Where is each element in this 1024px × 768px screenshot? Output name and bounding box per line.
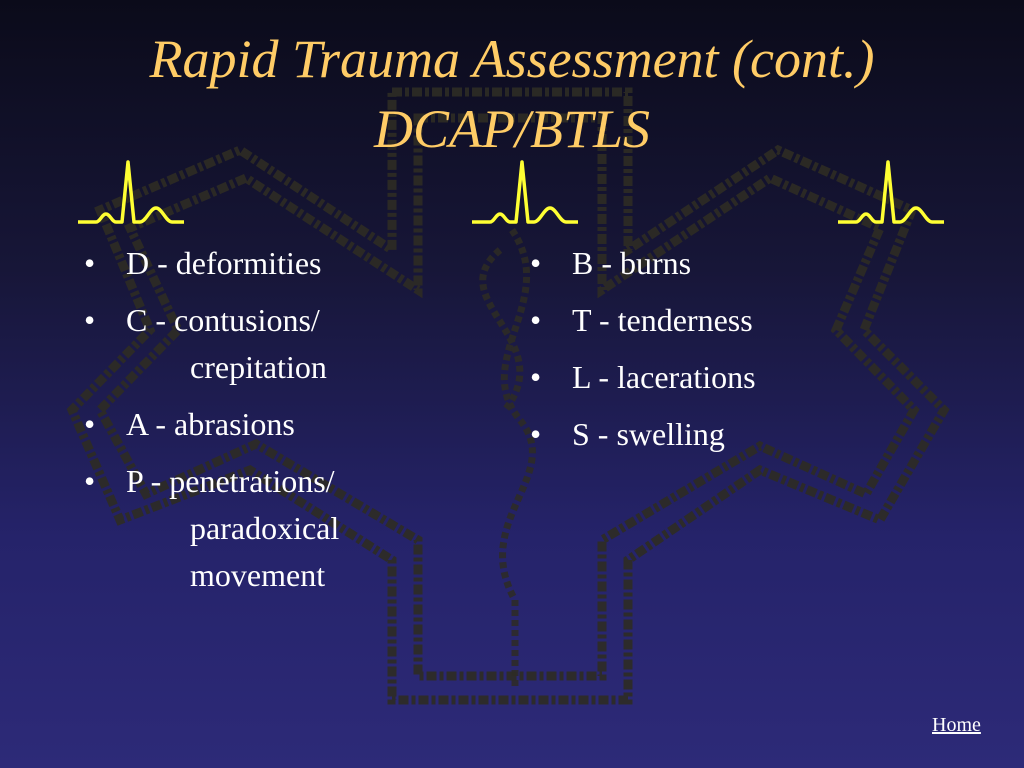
list-item: • B - burns bbox=[530, 240, 860, 287]
list-item-text: L - lacerations bbox=[572, 359, 756, 395]
list-item-continuation: paradoxical bbox=[190, 510, 340, 546]
list-item-text: A - abrasions bbox=[126, 406, 295, 442]
list-item-text: T - tenderness bbox=[572, 302, 753, 338]
list-item-text: P - penetrations/ bbox=[126, 463, 335, 499]
bullet: • bbox=[530, 416, 542, 452]
title-line-2: DCAP/BTLS bbox=[373, 99, 651, 159]
title-line-1: Rapid Trauma Assessment (cont.) bbox=[149, 29, 875, 89]
list-item-continuation: crepitation bbox=[190, 349, 327, 385]
bullet: • bbox=[530, 245, 542, 281]
list-item-text: C - contusions/ bbox=[126, 302, 320, 338]
ecg-waveform-icon bbox=[838, 160, 944, 224]
list-item-text: D - deformities bbox=[126, 245, 322, 281]
list-item: • L - lacerations bbox=[530, 354, 860, 401]
bullet: • bbox=[84, 302, 96, 338]
list-item: • A - abrasions bbox=[84, 401, 414, 448]
list-item: • T - tenderness bbox=[530, 297, 860, 344]
bullet: • bbox=[84, 245, 96, 281]
list-item: • S - swelling bbox=[530, 411, 860, 458]
right-bullet-list: • B - burns • T - tenderness • L - lacer… bbox=[530, 240, 860, 468]
left-bullet-list: • D - deformities • C - contusions/ crep… bbox=[84, 240, 414, 609]
list-item: • P - penetrations/ paradoxical movement bbox=[84, 458, 414, 599]
list-item-text: S - swelling bbox=[572, 416, 725, 452]
bullet: • bbox=[84, 406, 96, 442]
list-item-text: B - burns bbox=[572, 245, 692, 281]
list-item: • C - contusions/ crepitation bbox=[84, 297, 414, 391]
home-link[interactable]: Home bbox=[932, 714, 981, 736]
bullet: • bbox=[530, 359, 542, 395]
slide-title: Rapid Trauma Assessment (cont.) DCAP/BTL… bbox=[0, 24, 1024, 164]
list-item-continuation: movement bbox=[190, 557, 326, 593]
bullet: • bbox=[84, 463, 96, 499]
ecg-waveform-icon bbox=[78, 160, 184, 224]
list-item: • D - deformities bbox=[84, 240, 414, 287]
bullet: • bbox=[530, 302, 542, 338]
ecg-waveform-icon bbox=[472, 160, 578, 224]
